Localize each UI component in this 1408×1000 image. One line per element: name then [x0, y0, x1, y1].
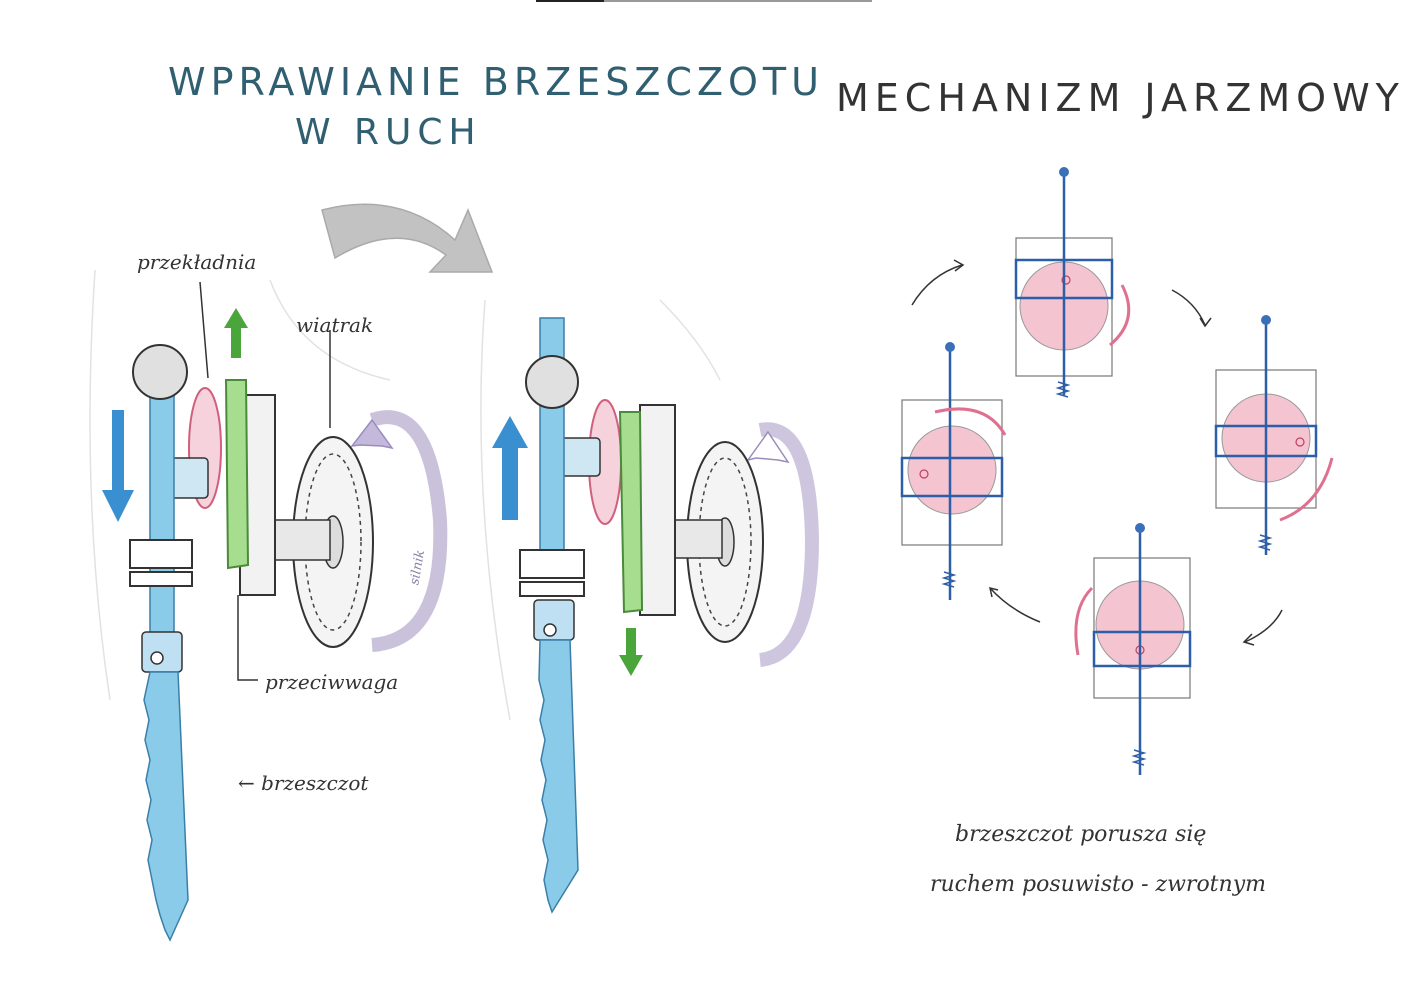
clamp-upper — [129, 539, 193, 569]
clamp-upper-2 — [519, 549, 585, 579]
label-wiatrak: wiatrak — [296, 313, 374, 337]
green-gear-rod-2 — [618, 411, 644, 614]
fan-arrow-icon — [350, 418, 394, 450]
clamp-lower-2 — [519, 581, 585, 597]
holder-screw — [150, 651, 164, 665]
top-divider — [536, 0, 872, 2]
background-curve-wiatrak — [269, 279, 391, 381]
assembly-left — [102, 281, 448, 942]
connector-block-2 — [559, 437, 601, 477]
yoke-top — [1014, 167, 1131, 398]
cycle-arrow-icon — [911, 259, 1283, 646]
title-right: MECHANIZM JARZMOWY — [836, 76, 1405, 120]
title-left-line1: WPRAWIANIE BRZESZCZOTU — [168, 60, 824, 104]
curved-arrow-icon — [321, 203, 494, 273]
down-arrow-icon-green — [619, 628, 643, 676]
assembly-middle — [492, 317, 820, 914]
pointer-przekladnia — [199, 281, 209, 379]
blade-holder — [141, 631, 183, 673]
label-przeciwwaga: przeciwwaga — [265, 670, 399, 694]
background-curve-left — [89, 269, 111, 701]
saw-blade — [143, 671, 189, 942]
fan-ring — [369, 410, 448, 652]
title-left-line2: W RUCH — [295, 112, 482, 153]
background-curve-middle-top — [659, 299, 721, 381]
top-divider-accent — [536, 0, 604, 2]
green-gear-rod — [224, 379, 250, 570]
fan-arrow-icon-2 — [746, 430, 790, 464]
yoke-right — [1214, 315, 1334, 555]
down-arrow-icon — [102, 410, 134, 522]
yoke-bottom — [1074, 523, 1192, 775]
yoke-mechanism — [900, 167, 1334, 775]
caption-line2: ruchem posuwisto - zwrotnym — [930, 872, 1266, 897]
background-curve-middle — [480, 299, 511, 721]
up-arrow-icon-blue — [492, 416, 528, 520]
caption-line1: brzeszczot porusza się — [955, 822, 1207, 847]
saw-blade-2 — [538, 639, 579, 914]
clamp-lower — [129, 571, 193, 587]
blade-knob-2 — [525, 355, 579, 409]
up-arrow-icon — [224, 308, 248, 358]
yoke-left — [900, 342, 1007, 600]
label-brzeszczot: ← brzeszczot — [238, 771, 369, 795]
fan-ring-2 — [758, 422, 820, 667]
blade-rod — [149, 379, 175, 651]
holder-screw-2 — [543, 623, 557, 637]
label-przekladnia: przekładnia — [137, 250, 257, 274]
blade-knob — [132, 344, 188, 400]
counterweight-2 — [639, 404, 676, 616]
pointer-przeciwwaga — [237, 595, 258, 681]
